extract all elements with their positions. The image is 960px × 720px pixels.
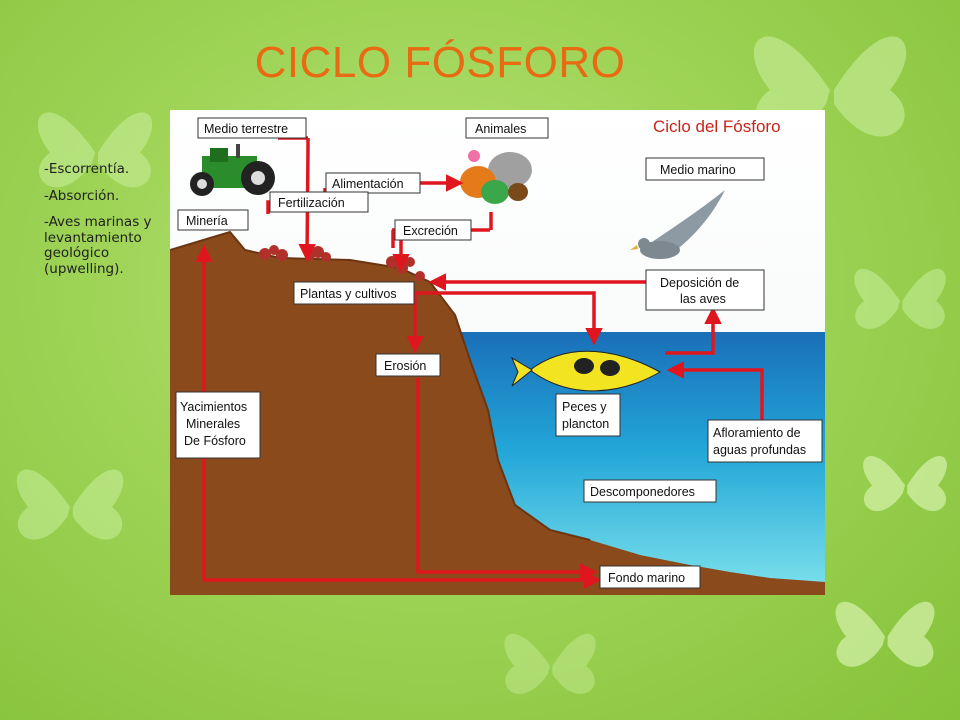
label-fondo-marino: Fondo marino <box>599 565 701 589</box>
label-erosion: Erosión <box>375 353 441 377</box>
butterfly-decoration <box>863 456 947 512</box>
svg-text:Minería: Minería <box>186 214 228 228</box>
soil-cliff <box>170 232 825 595</box>
svg-text:Yacimientos: Yacimientos <box>180 400 247 414</box>
svg-text:Afloramiento de: Afloramiento de <box>713 426 801 440</box>
label-medio-marino: Medio marino <box>645 157 765 181</box>
animals-icon <box>460 150 532 204</box>
svg-text:aguas profundas: aguas profundas <box>713 443 806 457</box>
label-descomponedores: Descomponedores <box>583 479 717 503</box>
svg-text:plancton: plancton <box>562 417 609 431</box>
butterfly-decoration <box>504 633 596 694</box>
label-peces: Peces y plancton <box>555 393 621 437</box>
svg-text:Minerales: Minerales <box>186 417 240 431</box>
seagull-icon <box>630 190 725 259</box>
svg-text:Erosión: Erosión <box>384 359 426 373</box>
label-medio-terrestre: Medio terrestre <box>197 117 307 139</box>
svg-text:Medio terrestre: Medio terrestre <box>204 122 288 136</box>
svg-text:Alimentación: Alimentación <box>332 177 404 191</box>
label-animales: Animales <box>465 117 549 139</box>
bullet-item: -Absorción. <box>44 187 120 204</box>
label-deposicion: Deposición de las aves <box>645 269 765 311</box>
fish-icon <box>510 350 662 392</box>
bullet-item: -Aves marinas y levantamiento geológico … <box>44 214 152 277</box>
svg-text:Medio marino: Medio marino <box>660 163 736 177</box>
label-fertilizacion: Fertilización <box>269 191 369 213</box>
tractor-icon <box>190 144 275 196</box>
svg-text:De Fósforo: De Fósforo <box>184 434 246 448</box>
label-afloramiento: Afloramiento de aguas profundas <box>707 419 823 463</box>
svg-text:Deposición de: Deposición de <box>660 276 739 290</box>
svg-text:Fondo marino: Fondo marino <box>608 571 685 585</box>
bullet-list: -Escorrentía. -Absorción. -Aves marinas … <box>44 161 168 288</box>
svg-text:Peces y: Peces y <box>562 400 607 414</box>
butterfly-decoration <box>835 601 935 667</box>
svg-text:Animales: Animales <box>475 122 526 136</box>
label-plantas: Plantas y cultivos <box>293 281 415 305</box>
phosphorus-cycle-diagram: Medio terrestre Animales Ciclo del Fósfo… <box>170 110 825 595</box>
svg-text:las aves: las aves <box>680 292 726 306</box>
svg-text:Plantas y cultivos: Plantas y cultivos <box>300 287 397 301</box>
svg-text:Descomponedores: Descomponedores <box>590 485 695 499</box>
diagram-canvas: Medio terrestre Animales Ciclo del Fósfo… <box>170 110 825 595</box>
butterfly-decoration <box>854 268 946 329</box>
butterfly-decoration <box>37 112 153 188</box>
label-excrecion: Excreción <box>394 219 472 241</box>
bullet-item: -Escorrentía. <box>44 161 130 177</box>
svg-text:Excreción: Excreción <box>403 224 458 238</box>
label-mineria: Minería <box>177 209 249 231</box>
slide-title: CICLO FÓSFORO <box>254 38 626 87</box>
butterfly-decoration <box>16 469 124 540</box>
label-yacimientos: Yacimientos Minerales De Fósforo <box>175 391 261 459</box>
diagram-title: Ciclo del Fósforo <box>653 117 781 136</box>
svg-text:Fertilización: Fertilización <box>278 196 345 210</box>
label-alimentacion: Alimentación <box>325 172 421 194</box>
